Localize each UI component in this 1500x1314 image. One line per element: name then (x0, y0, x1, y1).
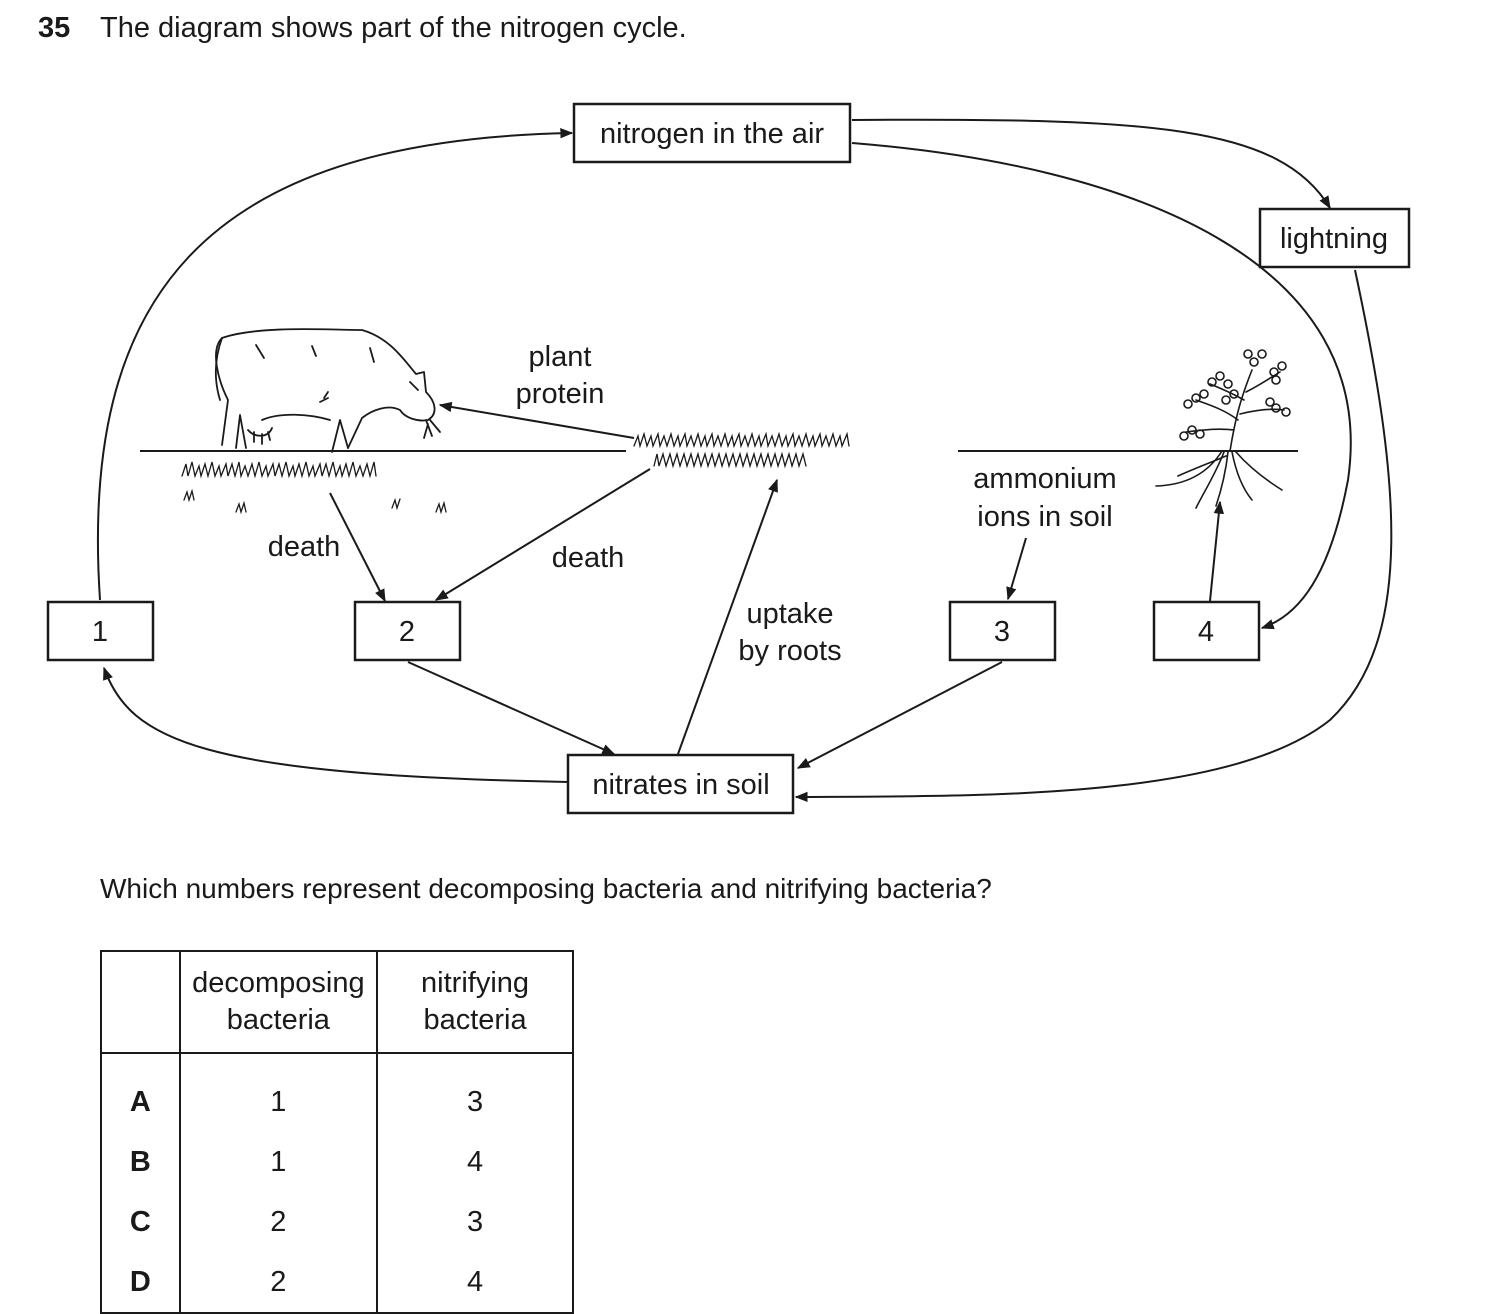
arrow-uptake (677, 478, 778, 755)
option-letter: B (101, 1132, 181, 1192)
letter-header (101, 951, 181, 1054)
option-decomposing: 2 (179, 1192, 379, 1252)
nitrifying-header-line1: nitrifying (421, 967, 530, 999)
table-row[interactable]: A 1 3 (101, 1053, 573, 1132)
question-prompt: Which numbers represent decomposing bact… (100, 873, 992, 904)
arrow-4-to-plant (1209, 500, 1224, 602)
plant-protein-label-2: protein (516, 378, 605, 410)
table-header-row: decomposing bacteria nitrifying bacteria (101, 951, 573, 1054)
lightning-text: lightning (1280, 223, 1388, 255)
answer-options-table: decomposing bacteria nitrifying bacteria… (100, 950, 574, 1314)
box-3-text: 3 (994, 616, 1010, 648)
uptake-label-1: uptake (746, 598, 833, 630)
arrow-grass-death (434, 468, 651, 601)
box-1-text: 1 (92, 616, 108, 648)
option-letter: A (101, 1053, 181, 1132)
decomposing-header: decomposing bacteria (179, 951, 379, 1054)
arrow-3-to-nitrates (796, 661, 1003, 769)
box-nitrates-soil (566, 753, 795, 815)
question-number: 35 (38, 12, 71, 44)
uptake-label-2: by roots (738, 635, 841, 667)
option-nitrifying: 3 (466, 1085, 484, 1118)
nitrates-soil-text: nitrates in soil (592, 769, 769, 801)
grass-icon (181, 431, 850, 515)
table-row[interactable]: B 1 4 (101, 1132, 573, 1192)
nitrifying-header: nitrifying bacteria (377, 951, 573, 1054)
death-cow-label: death (268, 531, 341, 563)
nitrifying-header-line2: bacteria (423, 1004, 527, 1036)
cow-icon (214, 328, 441, 453)
option-nitrifying: 4 (466, 1145, 484, 1178)
arrow-2-to-nitrates (407, 661, 616, 755)
decomposing-header-line1: decomposing (192, 967, 365, 999)
arrow-1-to-nitrogen (96, 128, 574, 601)
box-lightning (1258, 207, 1411, 269)
box-nitrogen-air (572, 102, 852, 164)
option-letter: C (101, 1192, 181, 1252)
decomposing-header-line2: bacteria (226, 1004, 330, 1036)
arrow-nitrogen-to-4 (851, 142, 1352, 630)
arrow-ammonium-to-3 (1006, 537, 1027, 601)
plant-protein-label-1: plant (529, 341, 592, 373)
table-row[interactable]: D 2 4 (101, 1252, 573, 1313)
box-1 (46, 600, 155, 662)
ammonium-label-2: ions in soil (977, 501, 1112, 533)
option-decomposing: 1 (179, 1132, 379, 1192)
option-decomposing: 2 (179, 1252, 379, 1313)
arrow-cow-death (329, 492, 386, 603)
death-grass-label: death (552, 542, 625, 574)
box-3 (948, 600, 1057, 662)
question-text: The diagram shows part of the nitrogen c… (100, 12, 687, 44)
option-letter: D (101, 1252, 181, 1313)
ammonium-label-1: ammonium (973, 463, 1116, 495)
box-4 (1152, 600, 1261, 662)
nitrogen-air-text: nitrogen in the air (600, 118, 824, 150)
table-row[interactable]: C 2 3 (101, 1192, 573, 1252)
nitrogen-cycle-diagram: nitrogen in the air lightning nitrates i… (46, 102, 1411, 815)
arrow-nitrates-to-1 (103, 666, 569, 783)
box-4-text: 4 (1198, 616, 1214, 648)
box-2 (353, 600, 462, 662)
option-nitrifying: 3 (466, 1205, 484, 1238)
box-2-text: 2 (399, 616, 415, 648)
option-decomposing: 1 (179, 1053, 379, 1132)
arrow-nitrogen-to-lightning (851, 118, 1331, 210)
plant-icon (1155, 349, 1291, 509)
arrow-plant-protein (438, 401, 635, 439)
arrow-lightning-to-nitrates (794, 269, 1393, 803)
option-nitrifying: 4 (466, 1265, 484, 1298)
